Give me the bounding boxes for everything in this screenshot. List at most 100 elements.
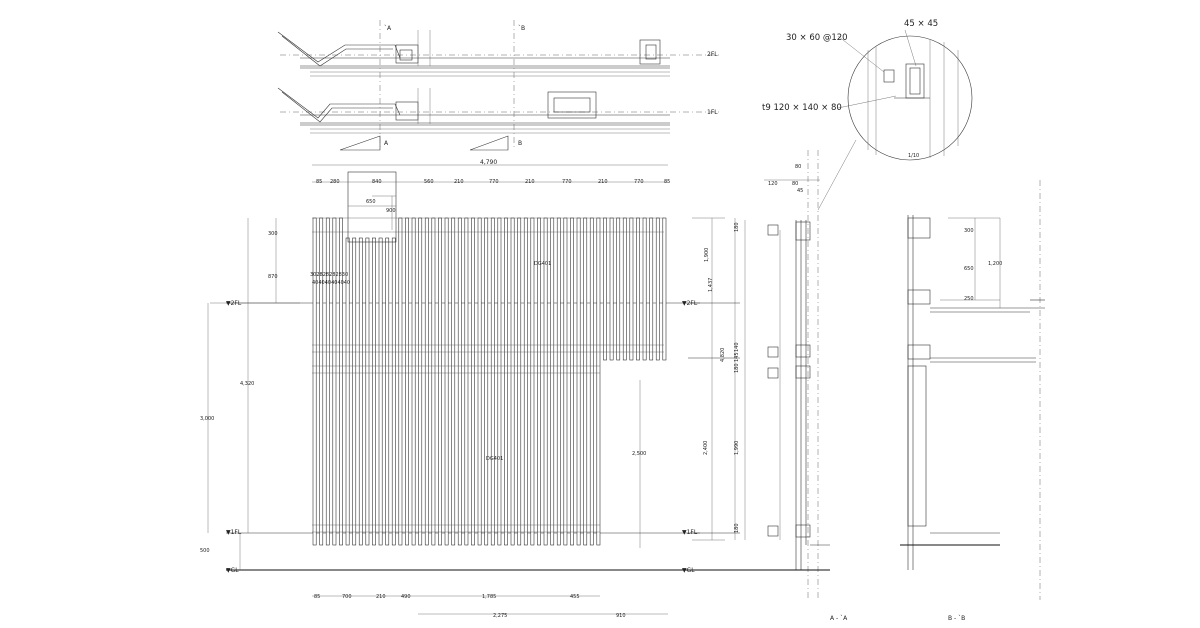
- slat: [365, 237, 370, 546]
- bottom-dim-label: 1,785: [482, 594, 496, 600]
- bottom-dim-label: 210: [376, 594, 386, 600]
- slat: [603, 217, 607, 361]
- left-dim-300: 300: [268, 231, 278, 237]
- slat: [378, 237, 383, 546]
- panel-label-lower: DG401: [486, 456, 503, 462]
- top-dim-label: 85: [316, 179, 322, 185]
- slat: [339, 217, 343, 546]
- detail-plate-spec: t9 120 × 140 × 80: [762, 103, 842, 113]
- section-bb-caption: B - `B: [948, 615, 965, 622]
- slat: [451, 217, 456, 546]
- left-dim-4320: 4,320: [240, 381, 254, 387]
- section-bb-drawing: [900, 180, 1045, 600]
- top-dim-label: 210: [598, 179, 608, 185]
- slat: [372, 237, 376, 546]
- slat: [622, 217, 627, 361]
- slat: [484, 217, 489, 546]
- top-dim-label: 210: [454, 179, 464, 185]
- elevation-level-lines: [210, 302, 700, 571]
- plan-view-1fl: [277, 87, 720, 151]
- slat: [583, 217, 588, 546]
- section-bb-dim-250: 250: [964, 296, 974, 302]
- stack-label-2: 404040404040: [312, 280, 350, 286]
- slat: [490, 217, 495, 546]
- slat: [649, 217, 654, 361]
- elevation-dimension-lines: [207, 164, 668, 615]
- left-dim-3000: 3,000: [200, 416, 214, 422]
- slat: [570, 217, 574, 546]
- section-aa-vdim-label: 145: [734, 352, 740, 362]
- slat: [391, 237, 396, 546]
- panel-label-upper: DG401: [534, 261, 551, 267]
- top-dim-label: 770: [489, 179, 499, 185]
- section-marker-b-prime: `B: [518, 25, 525, 32]
- bottom-dim-label: 490: [401, 594, 411, 600]
- elev-level-1fl: ▼1FL: [226, 529, 242, 536]
- section-bb-dim-300: 300: [964, 228, 974, 234]
- bottom-dim-label: 910: [616, 613, 626, 619]
- box-width-dim: 650: [366, 199, 376, 205]
- slat: [358, 237, 363, 546]
- section-aa-drawing: [688, 150, 830, 600]
- section-aa-vdim-label: 180: [734, 523, 740, 533]
- section-aa-top-dim-45: 45: [797, 188, 803, 194]
- inner-dim-2500: 2,500: [632, 451, 646, 457]
- section-bb-dim-1200: 1,200: [988, 261, 1002, 267]
- bottom-dim-label: 700: [342, 594, 352, 600]
- top-dim-label: 840: [372, 179, 382, 185]
- bottom-dim-label: 455: [570, 594, 580, 600]
- top-dim-label: 210: [525, 179, 535, 185]
- section-aa-level-1fl: ▼1FL: [682, 529, 698, 536]
- slat: [405, 217, 409, 546]
- section-aa-top-dim-120: 120: [768, 181, 778, 187]
- section-aa-level-2fl: ▼2FL: [682, 300, 698, 307]
- slat: [497, 217, 502, 546]
- section-aa-vdim-label: 140: [734, 342, 740, 352]
- elevation-box: [347, 171, 397, 243]
- slat: [431, 217, 436, 546]
- top-dim-label: 85: [664, 179, 670, 185]
- section-aa-top-dim-80b: 80: [792, 181, 798, 187]
- left-dim-870: 870: [268, 274, 278, 280]
- slat: [530, 217, 535, 546]
- top-dim-label: 560: [424, 179, 434, 185]
- section-aa-vdim-label: 180: [734, 222, 740, 232]
- slat: [444, 217, 449, 546]
- slat: [352, 237, 357, 546]
- slat: [457, 217, 462, 546]
- slat: [312, 217, 317, 546]
- section-bb-dim-650: 650: [964, 266, 974, 272]
- detail-callout: [817, 29, 973, 211]
- slat: [332, 217, 337, 546]
- slat: [636, 217, 640, 361]
- slat: [411, 217, 416, 546]
- elev-level-2fl: ▼2FL: [226, 300, 242, 307]
- slat: [556, 217, 561, 546]
- detail-scale: 1/10: [908, 153, 919, 159]
- slat: [589, 217, 594, 546]
- section-aa-vdim-label: 180: [734, 363, 740, 373]
- section-aa-level-gl: ▼GL: [682, 567, 695, 574]
- plan-section-cut-lines: [379, 20, 515, 150]
- slat: [563, 217, 568, 546]
- slat: [464, 217, 469, 546]
- slat: [655, 217, 660, 361]
- slat: [385, 237, 390, 546]
- plan-level-1fl: 1FL: [707, 109, 718, 116]
- detail-square-spec: 45 × 45: [904, 19, 938, 29]
- slat: [523, 217, 528, 546]
- bottom-dim-label: 2,275: [493, 613, 507, 619]
- left-dim-500: 500: [200, 548, 210, 554]
- elevation-horizontal-rails: [312, 217, 664, 533]
- slat: [398, 217, 403, 546]
- slat: [609, 217, 614, 361]
- section-marker-a: A: [384, 140, 389, 147]
- slat: [510, 217, 515, 546]
- slat: [537, 217, 541, 546]
- slat: [596, 217, 601, 546]
- elevation-slat-screen: [312, 217, 667, 546]
- slat: [477, 217, 482, 546]
